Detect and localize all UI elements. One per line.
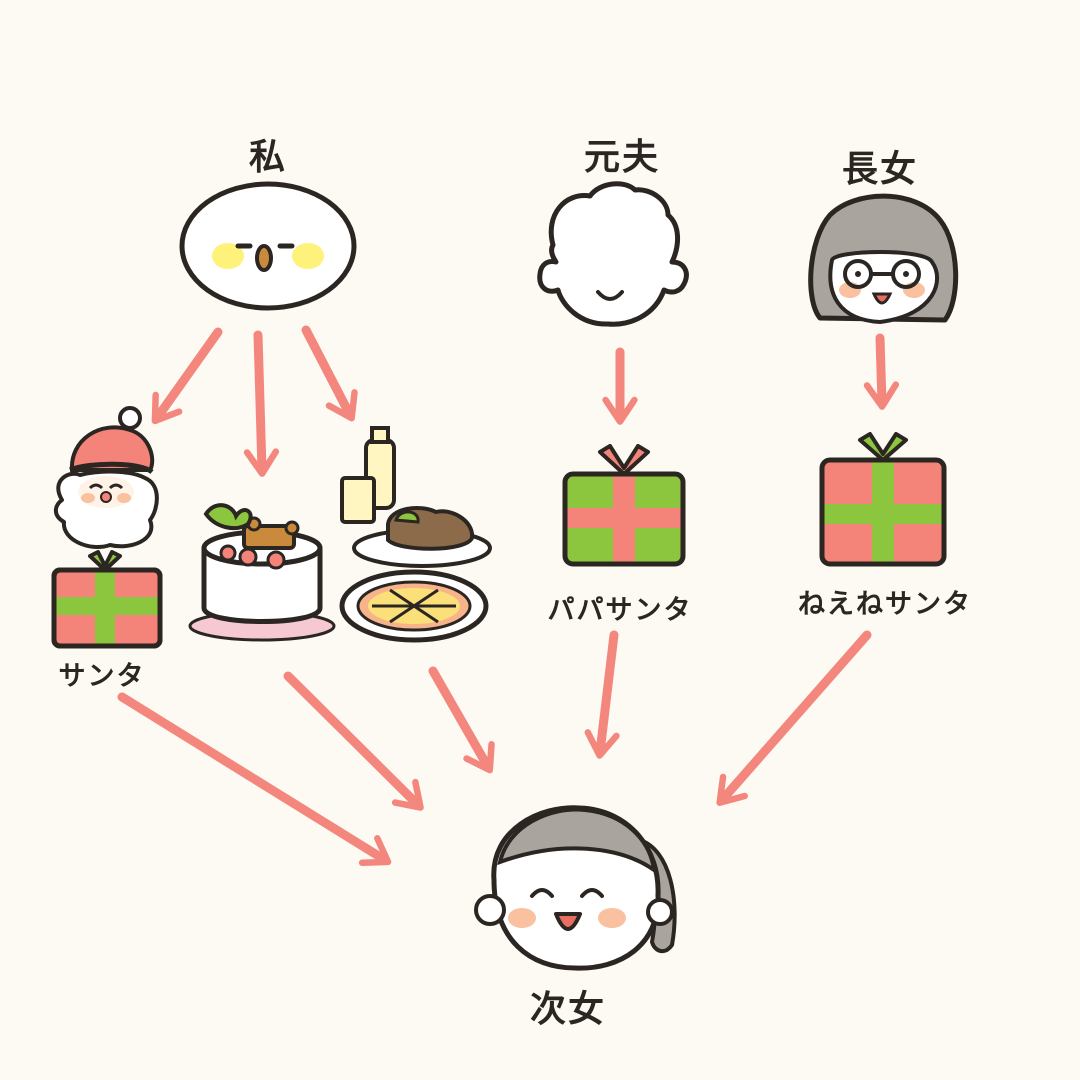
label-second-daughter: 次女 <box>529 989 607 1030</box>
santa-icon <box>53 406 159 549</box>
label-santa: サンタ <box>58 661 146 692</box>
girl-ponytail-face-icon <box>474 805 677 971</box>
gift-box-icon <box>562 444 686 567</box>
girl-glasses-face-icon <box>808 193 959 325</box>
label-me: 私 <box>248 137 288 178</box>
label-eldest-daughter: 長女 <box>841 149 919 190</box>
arrow-food-to-second <box>428 666 495 774</box>
label-papa-santa: パパサンタ <box>547 595 693 626</box>
food-icon <box>340 426 492 568</box>
label-ex-husband: 元夫 <box>583 137 661 178</box>
man-face-icon <box>537 181 689 327</box>
pizza-icon <box>339 569 489 643</box>
arrows <box>117 325 900 866</box>
arrow-neene-to-second <box>716 630 872 806</box>
arrow-me-to-cake <box>243 330 280 477</box>
gift-box-icon <box>819 432 947 567</box>
arrow-me-to-santa <box>151 327 223 425</box>
arrow-cake-to-second <box>283 671 424 811</box>
cake-icon <box>188 503 336 642</box>
arrow-papa-to-second <box>584 630 620 759</box>
arrow-eldest-to-gift <box>863 333 900 410</box>
arrow-santa-to-second <box>117 692 392 866</box>
gift-box-icon <box>51 550 163 649</box>
label-neene-santa: ねえねサンタ <box>798 589 972 620</box>
bird-face-icon <box>179 181 357 311</box>
arrow-me-to-food <box>301 325 358 422</box>
